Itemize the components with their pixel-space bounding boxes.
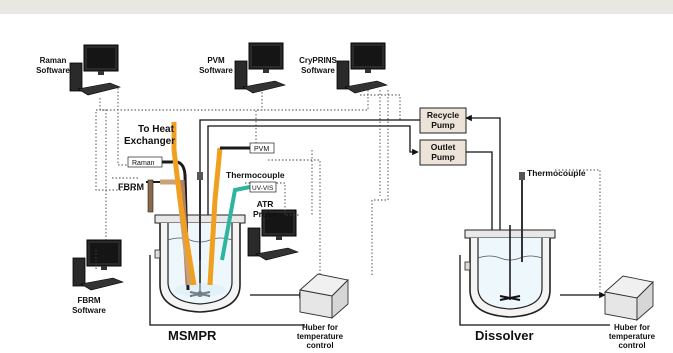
fbrm-label: FBRM	[118, 182, 144, 192]
uvvis-tag: UV-VIS	[252, 185, 274, 192]
thermocouple-left-label: Thermocouple	[226, 170, 285, 180]
dissolver-vessel	[464, 172, 556, 318]
computer-icon	[72, 239, 124, 291]
pvm-tag: PVM	[254, 146, 269, 153]
dissolver-label: Dissolver	[475, 328, 534, 343]
uvvis-tag-box	[249, 181, 277, 193]
thermocouple-right-label: Thermocouple	[527, 168, 586, 178]
computer-icon	[234, 42, 286, 94]
raman-tag: Raman	[132, 160, 155, 167]
msmpr-probes	[128, 122, 251, 291]
huber-right-unit	[604, 275, 654, 321]
raman-tag-box	[127, 156, 163, 168]
outlet-pump-box	[419, 139, 467, 166]
computer-icon	[336, 42, 388, 94]
data-cables	[95, 88, 601, 290]
msmpr-label: MSMPR	[168, 328, 217, 343]
huber-left-unit	[299, 273, 349, 319]
top-divider-bar	[0, 0, 673, 14]
computer-icon	[69, 44, 121, 96]
pvm-tag-box	[249, 142, 275, 154]
